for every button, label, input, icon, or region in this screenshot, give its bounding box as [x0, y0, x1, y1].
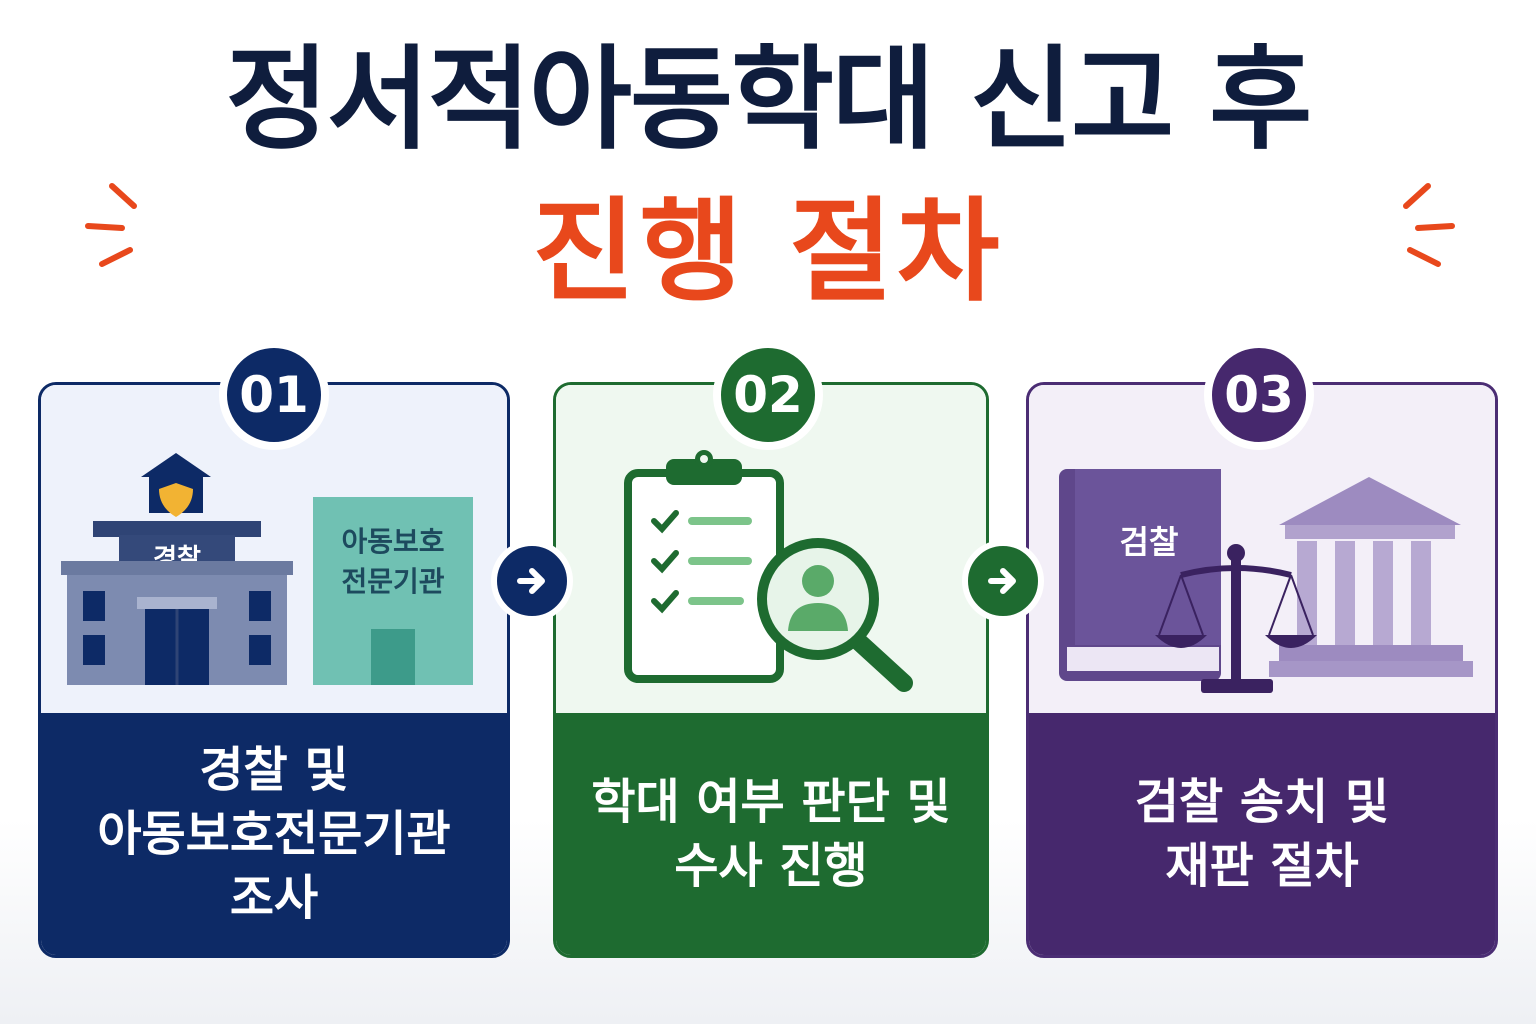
- arrow-2-to-3: [962, 540, 1044, 622]
- step-1-label: 경찰 및 아동보호전문기관 조사: [97, 742, 451, 926]
- clipboard-search-icon: [624, 450, 913, 692]
- step-2-label-area: 학대 여부 판단 및 수사 진행: [556, 713, 986, 955]
- court-scales-icon: 검찰: [1059, 469, 1473, 693]
- step-2-label: 학대 여부 판단 및 수사 진행: [591, 774, 951, 894]
- step-card-1: 경찰 아동보호 전문기관 경찰 및 아동보호전문기관 조사: [38, 382, 510, 958]
- book-label: 검찰: [1120, 523, 1179, 561]
- title-line-1: 정서적아동학대 신고 후: [225, 35, 1312, 165]
- step-3-number-badge: 03: [1204, 340, 1314, 450]
- step-3-label: 검찰 송치 및 재판 절차: [1134, 774, 1390, 894]
- title-line-2: 진행 절차: [532, 187, 1004, 317]
- police-station-icon: 경찰 아동보호 전문기관: [61, 453, 473, 685]
- arrow-right-icon: [517, 568, 545, 594]
- step-2-number-badge: 02: [713, 340, 823, 450]
- step-card-2: 학대 여부 판단 및 수사 진행: [553, 382, 989, 958]
- step-1-number-badge: 01: [219, 340, 329, 450]
- center-sign-line-1: 아동보호: [341, 525, 444, 558]
- step-3-label-area: 검찰 송치 및 재판 절차: [1029, 713, 1495, 955]
- step-1-label-area: 경찰 및 아동보호전문기관 조사: [41, 713, 507, 955]
- spark-right-icon: [1403, 183, 1455, 267]
- center-sign-line-2: 전문기관: [341, 565, 444, 598]
- arrow-1-to-2: [491, 540, 573, 622]
- arrow-right-icon: [988, 568, 1016, 594]
- spark-left-icon: [85, 183, 137, 267]
- step-card-3: 검찰 검찰 송치 및 재판 절차: [1026, 382, 1498, 958]
